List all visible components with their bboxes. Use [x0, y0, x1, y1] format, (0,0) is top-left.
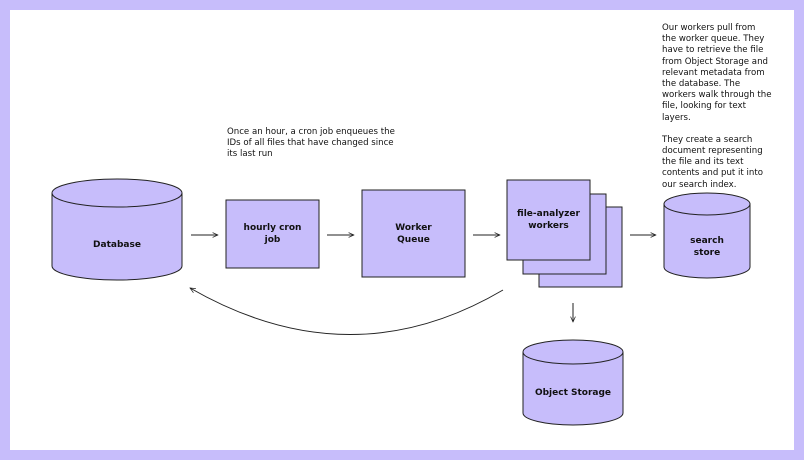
workers-stack — [506, 179, 623, 288]
database-label: Database — [93, 240, 141, 250]
worker-queue-label: Worker Queue — [395, 223, 432, 245]
arrow-workers-to-database — [190, 288, 504, 335]
search-store-cylinder — [663, 192, 751, 279]
worker-queue-box — [361, 189, 466, 278]
object-storage-label: Object Storage — [534, 388, 612, 398]
workers-note-paragraph-1: Our workers pull from the worker queue. … — [662, 23, 772, 123]
search-store-label: search store — [690, 236, 724, 258]
workers-note: Our workers pull from the worker queue. … — [662, 23, 772, 191]
cron-job-label: hourly cron job — [243, 223, 302, 245]
cron-note: Once an hour, a cron job enqueues the ID… — [227, 127, 395, 160]
workers-label: file-analyzer workers — [517, 209, 580, 231]
workers-note-paragraph-2: They create a search document representi… — [662, 134, 763, 190]
object-storage-cylinder — [522, 339, 624, 426]
cron-job-box — [225, 199, 320, 269]
database-cylinder — [51, 178, 183, 281]
